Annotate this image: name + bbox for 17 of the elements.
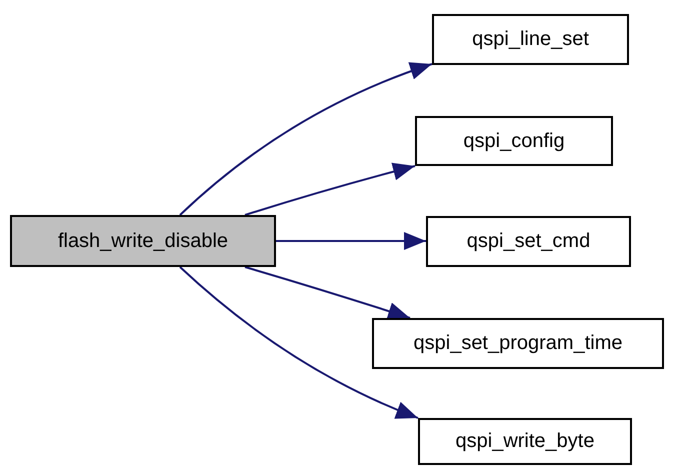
function-name: qspi_line_set bbox=[472, 28, 589, 51]
function-name: flash_write_disable bbox=[58, 230, 228, 252]
function-name: qspi_set_cmd bbox=[466, 230, 590, 253]
function-box bbox=[10, 215, 276, 267]
function-name: qspi_set_program_time bbox=[414, 332, 622, 355]
arrow bbox=[179, 62, 432, 216]
arrow bbox=[179, 266, 418, 419]
function-name: qspi_write_byte bbox=[456, 430, 594, 453]
function-box bbox=[418, 418, 632, 465]
function-name: qspi_config bbox=[463, 130, 565, 152]
arrow bbox=[244, 266, 410, 320]
arrow bbox=[244, 162, 416, 216]
function-box bbox=[372, 318, 664, 369]
function-box bbox=[415, 116, 613, 166]
function-box bbox=[426, 216, 631, 267]
arrow bbox=[276, 232, 426, 250]
function-box bbox=[432, 14, 629, 65]
